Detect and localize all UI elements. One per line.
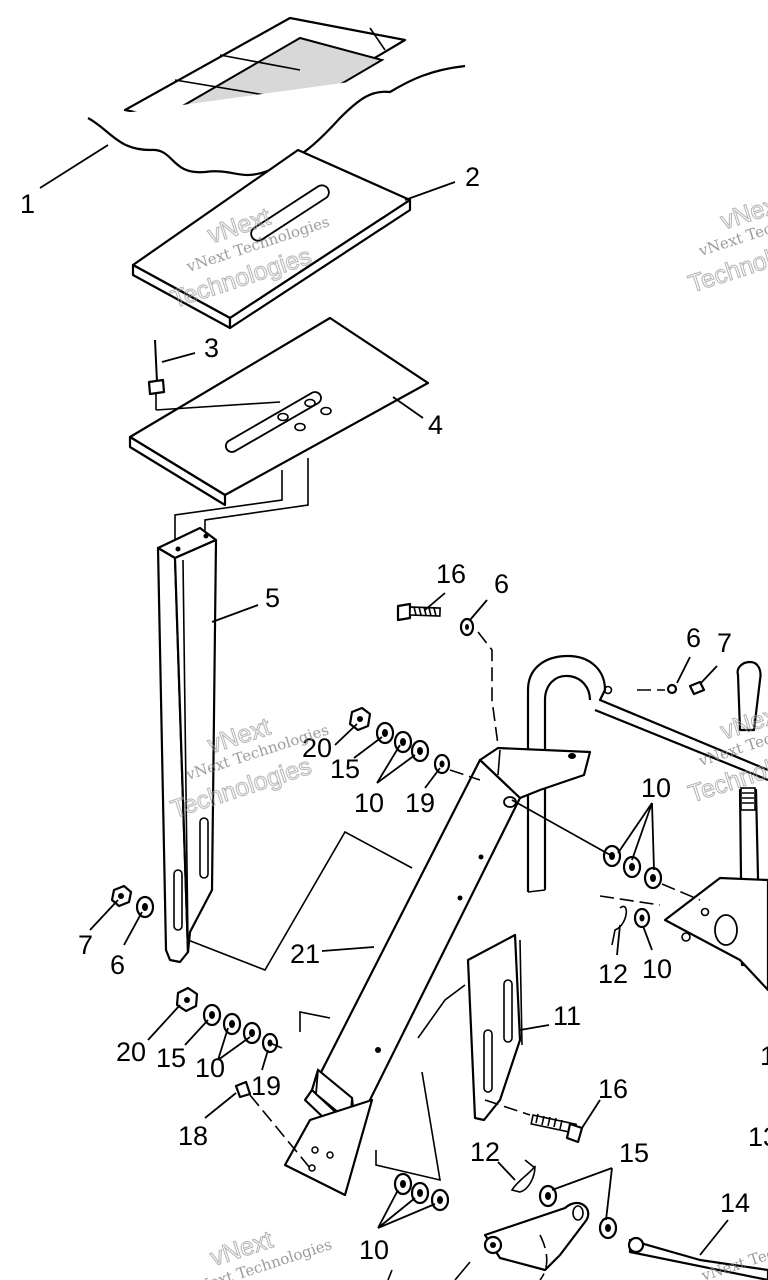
part-1-floor-mat bbox=[87, 16, 466, 177]
callout-19-upper: 19 bbox=[405, 788, 435, 818]
callout-12-right: 12 bbox=[598, 959, 628, 989]
part-21-shift-arm bbox=[283, 746, 592, 1197]
callout-4: 4 bbox=[428, 410, 443, 440]
part-5-bracket bbox=[156, 526, 218, 964]
callout-15-lower: 15 bbox=[156, 1043, 186, 1073]
callout-7-left: 7 bbox=[78, 930, 93, 960]
callout-13: 13 bbox=[748, 1122, 768, 1152]
leader-lines bbox=[39, 144, 729, 1256]
callout-12-bottom: 12 bbox=[470, 1137, 500, 1167]
callout-6-top: 6 bbox=[494, 569, 509, 599]
part-16-bolt-top bbox=[396, 602, 499, 746]
callout-1-edge: 1 bbox=[760, 1041, 768, 1071]
part-4-mounting-plate bbox=[128, 316, 430, 545]
callout-15-bottom: 15 bbox=[619, 1138, 649, 1168]
part-10-washers-right bbox=[602, 844, 701, 946]
part-11-slotted-plate bbox=[466, 933, 523, 1122]
callout-1: 1 bbox=[20, 189, 35, 219]
callout-11: 11 bbox=[553, 1001, 581, 1031]
hardware-bottom-linkage bbox=[387, 1159, 768, 1280]
watermarks: vNext vNext Technologies Technologies vN… bbox=[167, 189, 768, 1280]
callout-2: 2 bbox=[465, 162, 480, 192]
callout-15-upper: 15 bbox=[330, 754, 360, 784]
callout-18: 18 bbox=[178, 1121, 208, 1151]
part-16-bolt-lower bbox=[484, 1099, 584, 1144]
callout-21: 21 bbox=[290, 939, 320, 969]
callout-14: 14 bbox=[720, 1188, 750, 1218]
part-2-cover-plate bbox=[131, 148, 412, 330]
callout-19-lower: 19 bbox=[251, 1071, 281, 1101]
callout-6-right: 6 bbox=[686, 623, 701, 653]
callout-10-right: 10 bbox=[641, 773, 671, 803]
assembly-lines bbox=[187, 799, 613, 1182]
callout-20-lower: 20 bbox=[116, 1037, 146, 1067]
callout-7-right: 7 bbox=[717, 628, 732, 658]
callout-10-lower: 10 bbox=[195, 1053, 225, 1083]
callout-5: 5 bbox=[265, 583, 280, 613]
callout-10-right-lower: 10 bbox=[642, 954, 672, 984]
callout-labels: 1 2 3 4 5 16 6 6 7 20 15 10 19 10 7 6 21… bbox=[20, 162, 768, 1265]
part-3-screw bbox=[147, 339, 166, 410]
hardware-upper-left bbox=[348, 706, 481, 781]
callout-6-left: 6 bbox=[110, 950, 125, 980]
callout-10-bottom: 10 bbox=[359, 1235, 389, 1265]
callout-16-top: 16 bbox=[436, 559, 466, 589]
callout-20-upper: 20 bbox=[302, 733, 332, 763]
callout-16-lower: 16 bbox=[598, 1074, 628, 1104]
frame-background bbox=[526, 654, 768, 992]
callout-10-upper: 10 bbox=[354, 788, 384, 818]
hardware-bracket-nut bbox=[110, 884, 155, 919]
callout-3: 3 bbox=[204, 333, 219, 363]
